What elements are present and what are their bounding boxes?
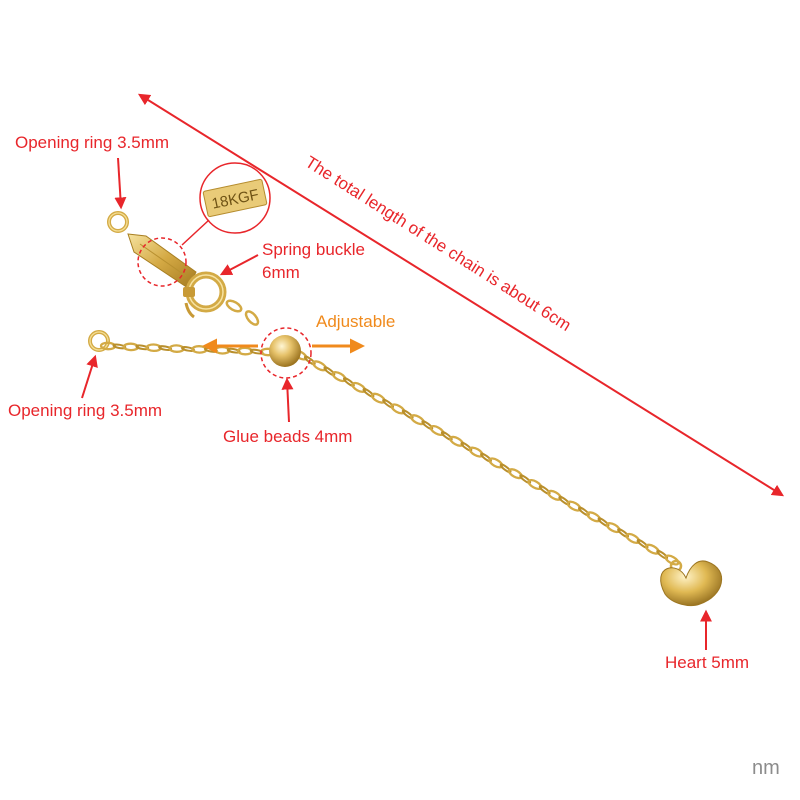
spring-buckle-size-label: 6mm (262, 263, 300, 282)
stamp-highlight-circle (137, 237, 187, 287)
glue-bead (269, 335, 301, 367)
glue-beads-label: Glue beads 4mm (223, 427, 353, 446)
heart-label: Heart 5mm (665, 653, 750, 672)
adjustable-label: Adjustable (316, 312, 396, 331)
bead-highlight-circle (260, 327, 312, 379)
chain-link (664, 554, 680, 566)
total-length-arrow (137, 93, 785, 497)
heart-pendant (660, 559, 723, 607)
spring-buckle-arrow (219, 254, 259, 276)
spring-buckle-label: Spring buckle (262, 240, 366, 259)
opening-ring-top-label: Opening ring 3.5mm (15, 133, 170, 152)
corner-fragment-text: nm (752, 757, 780, 779)
chain-left-segment (99, 341, 277, 357)
opening-ring-left-arrow (81, 354, 98, 399)
chain (292, 349, 680, 566)
chain-link (519, 474, 532, 484)
opening-ring-left-label: Opening ring 3.5mm (8, 401, 163, 420)
spring-clasp (183, 271, 227, 319)
chain-link (617, 528, 629, 538)
glue-beads-arrow (281, 377, 294, 423)
opening-ring-top-arrow (114, 157, 127, 210)
